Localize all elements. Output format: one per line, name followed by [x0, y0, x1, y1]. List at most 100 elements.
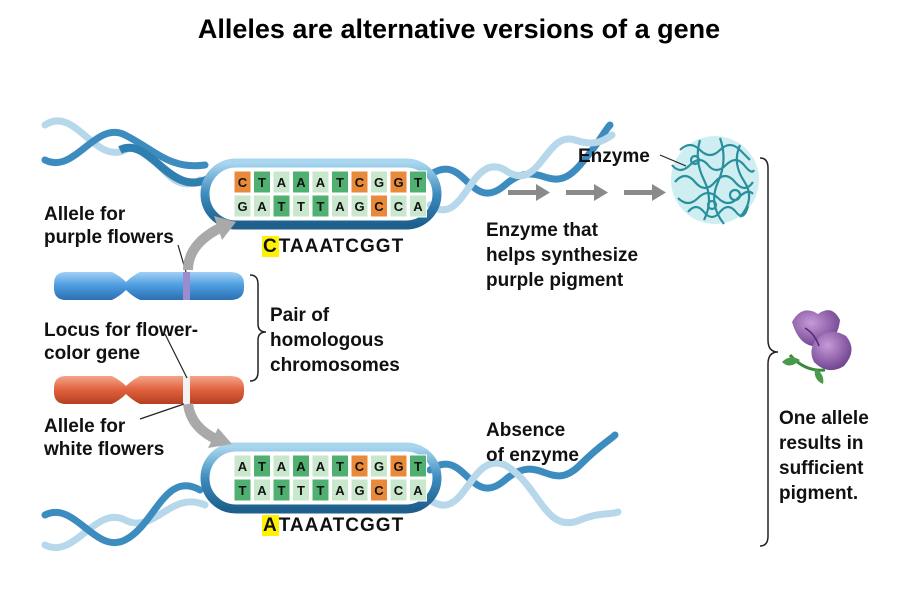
- base-letter: G: [374, 459, 384, 474]
- base-pair-cell: [331, 454, 349, 478]
- base-pair-cell: [409, 170, 427, 194]
- base-letter: T: [317, 199, 325, 214]
- allele-white-label: Allele for white flowers: [44, 416, 165, 460]
- base-letter: C: [374, 199, 384, 214]
- base-letter: T: [297, 483, 305, 498]
- base-pair-cell: [409, 454, 427, 478]
- base-pair-cell: [409, 194, 427, 218]
- base-pair-cell: [233, 454, 252, 478]
- base-pair-cell: [311, 454, 330, 478]
- base-pair-cell: [389, 170, 408, 194]
- base-letter: T: [258, 459, 266, 474]
- base-letter: T: [278, 199, 286, 214]
- base-pair-cell: [253, 194, 271, 218]
- base-letter: A: [316, 459, 326, 474]
- base-pair-cell: [292, 454, 310, 478]
- base-pair-cell: [253, 454, 271, 478]
- base-pair-cell: [253, 170, 271, 194]
- base-pair-cell: [350, 478, 369, 502]
- base-pair-cell: [292, 194, 310, 218]
- brace-icon: [759, 157, 779, 547]
- enzyme-pointer-line: [659, 154, 687, 167]
- base-pair-cell: [311, 478, 330, 502]
- base-letter: C: [374, 483, 384, 498]
- base-letter: T: [258, 175, 266, 190]
- homologous-pair-label: Pair of homologous chromosomes: [270, 305, 400, 376]
- base-letter: T: [414, 175, 422, 190]
- purple-flower-icon: [782, 310, 852, 384]
- enzyme-label: Enzyme: [578, 146, 650, 167]
- base-pair-cell: [389, 478, 408, 502]
- base-letter: C: [394, 483, 404, 498]
- base-letter: G: [237, 199, 247, 214]
- locus-pointer-line: [164, 333, 188, 379]
- base-pair-cell: [350, 170, 369, 194]
- locus-label: Locus for flower- color gene: [44, 320, 199, 364]
- sequence-top: CTAAATCGGT: [262, 236, 404, 258]
- base-letter: G: [393, 459, 403, 474]
- base-letter: T: [297, 199, 305, 214]
- sequence-bottom: ATAAATCGGT: [262, 515, 404, 537]
- chromosome-blue-icon: [54, 272, 244, 300]
- base-pair-cell: [331, 170, 349, 194]
- base-pair-cell: [331, 194, 349, 218]
- base-pair-cell: [272, 170, 291, 194]
- base-letter: A: [296, 459, 306, 474]
- base-pair-cell: [389, 194, 408, 218]
- arrow-icon: [183, 223, 223, 271]
- result-label: One allele results in sufficient pigment…: [779, 408, 869, 504]
- base-pair-cell: [292, 478, 310, 502]
- base-letter: G: [354, 199, 364, 214]
- base-letter: A: [257, 199, 267, 214]
- allele-purple-label: Allele for purple flowers: [44, 204, 174, 248]
- base-letter: C: [238, 175, 248, 190]
- arrow-icon: [183, 403, 221, 445]
- base-pair-cell: [350, 194, 369, 218]
- base-letter: T: [317, 483, 325, 498]
- base-letter: G: [393, 175, 403, 190]
- sequence-bottom-rest: TAAATCGGT: [278, 515, 405, 536]
- base-pair-cell: [331, 478, 349, 502]
- base-pair-cell: [311, 170, 330, 194]
- base-letter: A: [277, 175, 287, 190]
- base-pair-cell: [311, 194, 330, 218]
- base-pair-cell: [350, 454, 369, 478]
- base-letter: T: [278, 483, 286, 498]
- base-letter: A: [296, 175, 306, 190]
- base-letter: G: [374, 175, 384, 190]
- base-letter: T: [336, 175, 344, 190]
- base-pair-cell: [233, 194, 252, 218]
- base-pair-cell: [272, 478, 291, 502]
- allele-white-pointer-line: [139, 403, 185, 420]
- base-letter: T: [239, 483, 247, 498]
- base-pair-cell: [370, 454, 388, 478]
- base-pair-cell: [409, 478, 427, 502]
- base-pair-cell: [272, 454, 291, 478]
- base-pair-cell: [389, 454, 408, 478]
- base-pair-cell: [253, 478, 271, 502]
- sequence-top-highlight: C: [262, 236, 279, 257]
- base-letter: A: [335, 483, 345, 498]
- base-pair-cell: [233, 478, 252, 502]
- base-pair-cell: [370, 478, 388, 502]
- base-letter: T: [414, 459, 422, 474]
- base-letter: A: [413, 483, 423, 498]
- absence-of-enzyme-label: Absence of enzyme: [486, 420, 579, 466]
- base-pair-cell: [272, 194, 291, 218]
- base-pair-cell: [370, 194, 388, 218]
- base-letter: A: [316, 175, 326, 190]
- sequence-bottom-highlight: A: [262, 515, 279, 536]
- sequence-top-rest: TAAATCGGT: [278, 236, 405, 257]
- base-letter: C: [355, 175, 365, 190]
- arrow-icon: [508, 184, 666, 201]
- base-pair-cell: [233, 170, 252, 194]
- base-letter: A: [413, 199, 423, 214]
- base-pair-cell: [292, 170, 310, 194]
- enzyme-description-label: Enzyme that helps synthesize purple pigm…: [486, 220, 639, 291]
- base-letter: A: [257, 483, 267, 498]
- base-letter: A: [335, 199, 345, 214]
- enzyme-protein-icon: [671, 136, 759, 225]
- diagram-title: Alleles are alternative versions of a ge…: [197, 14, 721, 44]
